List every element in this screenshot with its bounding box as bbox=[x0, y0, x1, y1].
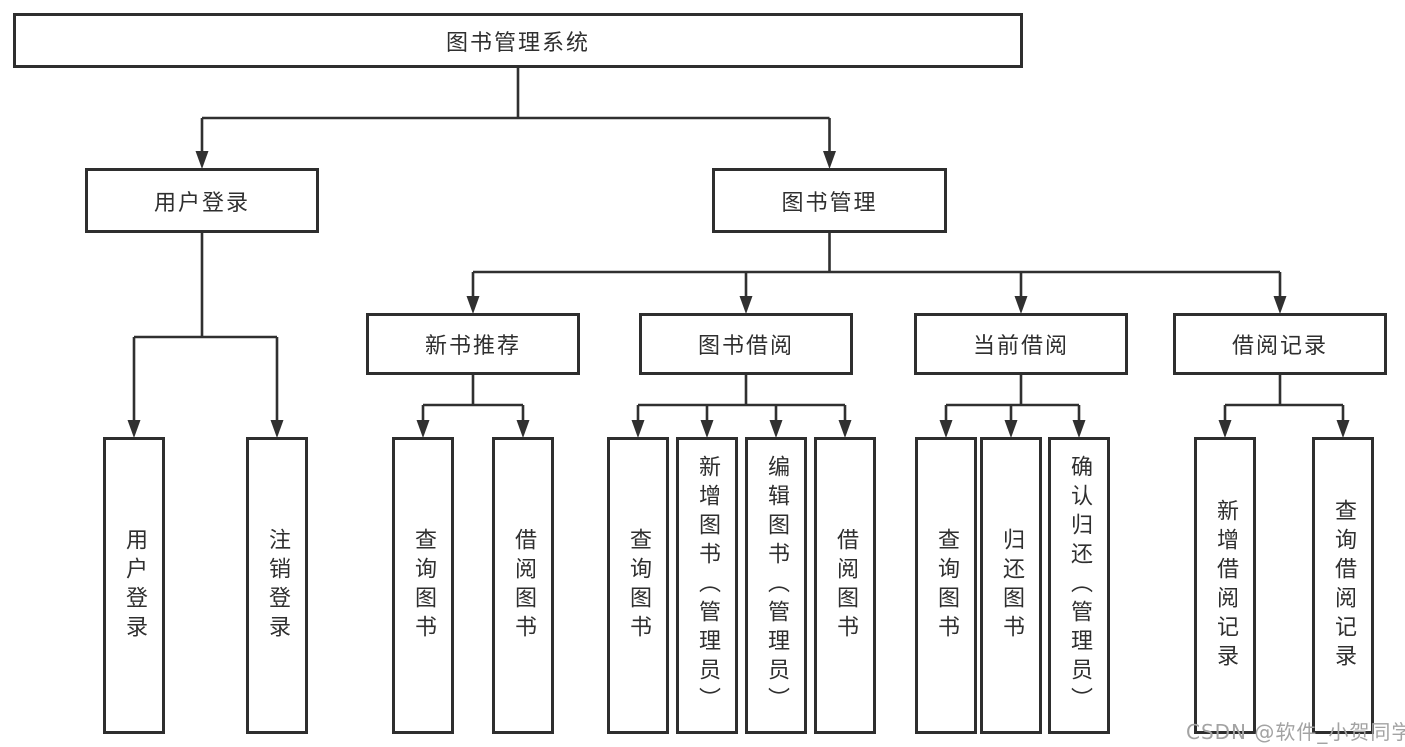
node-new-book-recommendation: 新书推荐 bbox=[366, 313, 580, 375]
node-label: 编辑图书（管理员） bbox=[764, 455, 789, 716]
node-leaf-edit-books-admin: 编辑图书（管理员） bbox=[745, 437, 807, 734]
node-leaf-confirm-return-admin: 确认归还（管理员） bbox=[1048, 437, 1110, 734]
node-label: 注销登录 bbox=[265, 527, 290, 644]
node-label: 查询图书 bbox=[626, 527, 651, 644]
node-label: 查询图书 bbox=[411, 527, 436, 644]
node-book-management: 图书管理 bbox=[712, 168, 947, 233]
node-label: 借阅图书 bbox=[511, 527, 536, 644]
node-label: 用户登录 bbox=[153, 190, 250, 216]
node-label: 借阅图书 bbox=[833, 527, 858, 644]
node-borrowing-records: 借阅记录 bbox=[1173, 313, 1387, 375]
node-leaf-user-login: 用户登录 bbox=[103, 437, 165, 734]
node-label: 图书借阅 bbox=[697, 334, 794, 359]
node-label: 确认归还（管理员） bbox=[1067, 455, 1092, 716]
node-label: 图书管理 bbox=[781, 190, 878, 216]
node-label: 新增图书（管理员） bbox=[695, 455, 720, 716]
node-user-login: 用户登录 bbox=[85, 168, 319, 233]
node-leaf-borrow-books-recommend: 借阅图书 bbox=[492, 437, 554, 734]
csdn-watermark: CSDN @软件_小贺同学 bbox=[1186, 720, 1405, 744]
node-label: 新增借阅记录 bbox=[1213, 498, 1238, 673]
node-label: 用户登录 bbox=[122, 527, 147, 644]
node-leaf-query-books: 查询图书 bbox=[607, 437, 669, 734]
node-current-borrowing: 当前借阅 bbox=[914, 313, 1128, 375]
node-leaf-query-borrow-record: 查询借阅记录 bbox=[1312, 437, 1374, 734]
node-library-management-system: 图书管理系统 bbox=[13, 13, 1023, 68]
node-leaf-query-books-current: 查询图书 bbox=[915, 437, 977, 734]
node-leaf-add-books-admin: 新增图书（管理员） bbox=[676, 437, 738, 734]
node-book-borrowing: 图书借阅 bbox=[639, 313, 853, 375]
node-leaf-return-books: 归还图书 bbox=[980, 437, 1042, 734]
node-label: 当前借阅 bbox=[972, 334, 1069, 359]
node-leaf-add-borrow-record: 新增借阅记录 bbox=[1194, 437, 1256, 734]
node-label: 查询图书 bbox=[934, 527, 959, 644]
node-leaf-query-books-recommend: 查询图书 bbox=[392, 437, 454, 734]
node-label: 借阅记录 bbox=[1231, 334, 1328, 359]
node-leaf-logout: 注销登录 bbox=[246, 437, 308, 734]
node-label: 新书推荐 bbox=[424, 334, 521, 359]
node-label: 图书管理系统 bbox=[445, 30, 590, 56]
node-leaf-borrow-books: 借阅图书 bbox=[814, 437, 876, 734]
node-label: 归还图书 bbox=[999, 527, 1024, 644]
node-label: 查询借阅记录 bbox=[1331, 498, 1356, 673]
